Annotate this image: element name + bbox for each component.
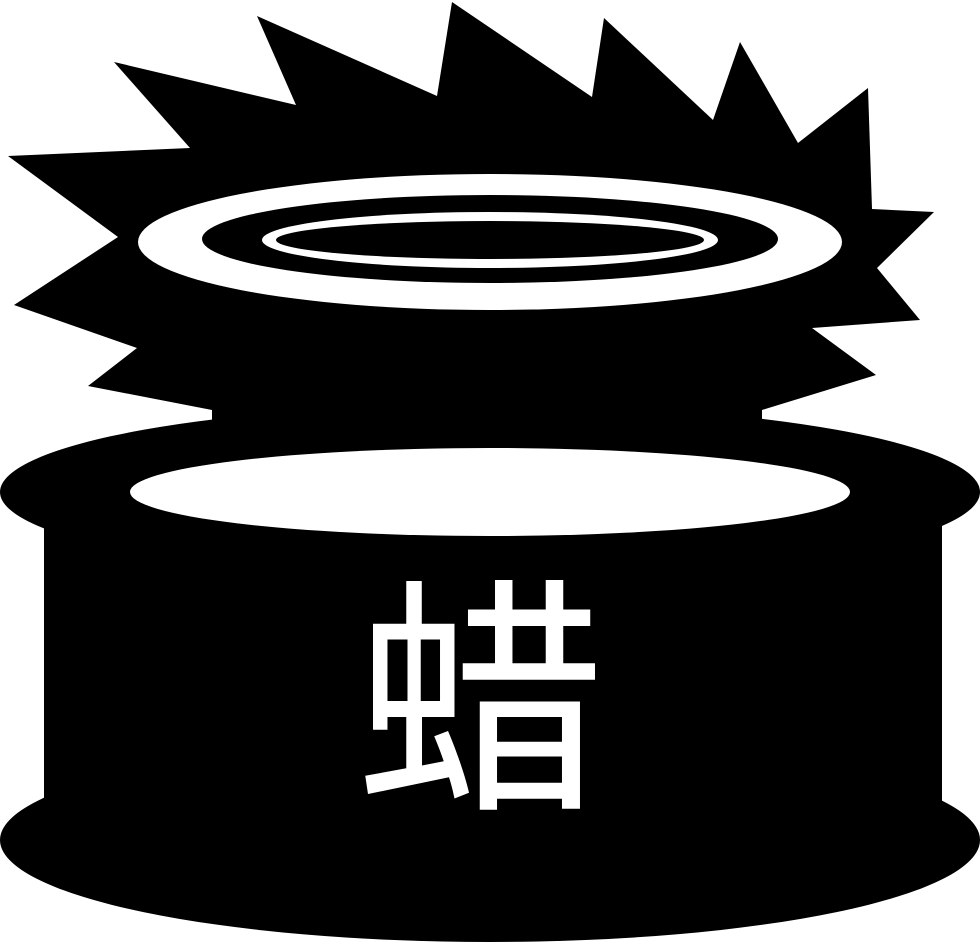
- can-label-char: 蜡: [355, 558, 605, 849]
- can-bottom-rim: [0, 738, 980, 942]
- lid-center: [276, 221, 704, 259]
- can-opening: [130, 448, 850, 536]
